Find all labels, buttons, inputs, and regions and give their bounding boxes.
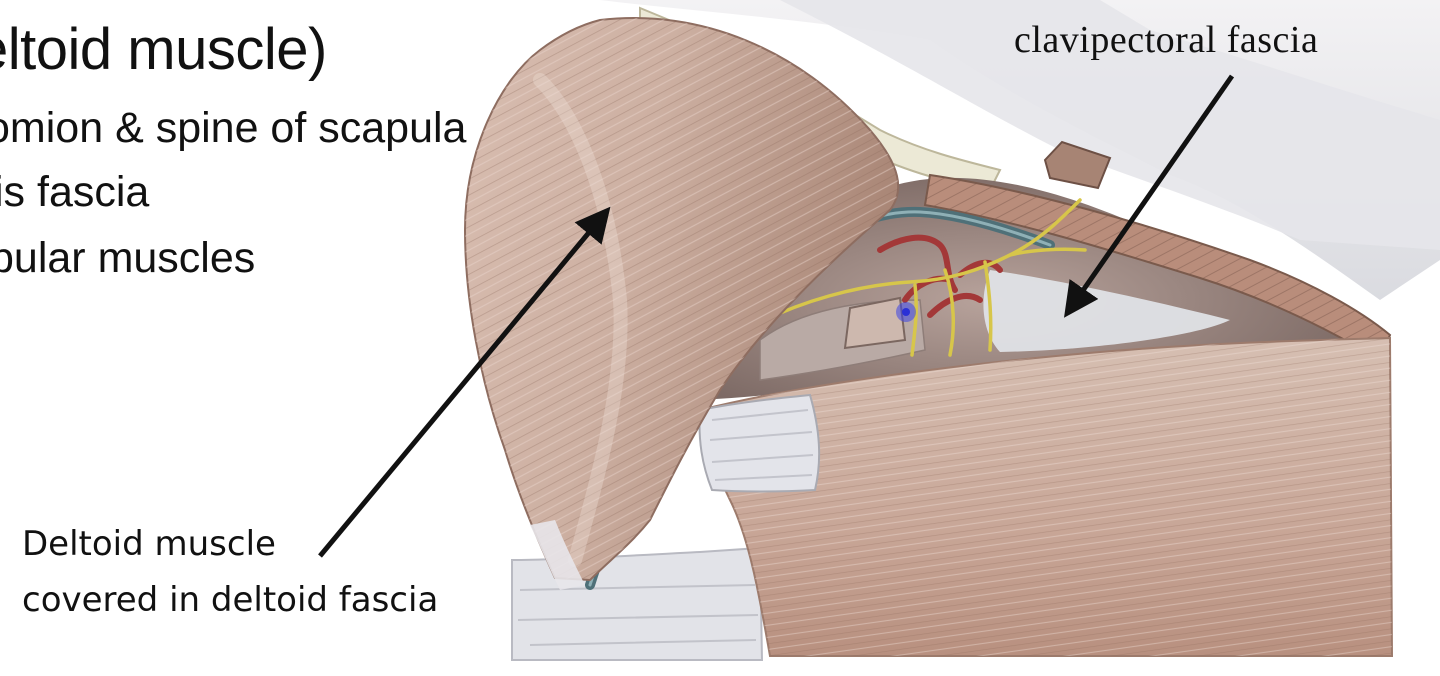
- bullet-fascia: is fascia: [0, 168, 150, 216]
- label-deltoid-muscle: Deltoid muscle: [22, 524, 276, 564]
- deltoid-highlight: [533, 73, 628, 567]
- label-deltoid-fascia: covered in deltoid fascia: [22, 580, 439, 620]
- subclavius-fibers: [925, 175, 1390, 360]
- label-clavipectoral-fascia: clavipectoral fascia: [1014, 19, 1319, 61]
- arrow-clavipectoral-fascia: [1064, 74, 1235, 318]
- deltoid-tendon-insertion: [530, 520, 585, 590]
- coracoid-block: [1043, 140, 1112, 190]
- deltoid-fibers: [465, 17, 899, 581]
- pectoralis-major-fibers: [700, 338, 1392, 656]
- trapezius-edge: [780, 0, 1440, 250]
- slide-heading: eltoid muscle): [0, 17, 327, 82]
- bullet-origin: omion & spine of scapula: [0, 104, 467, 152]
- arm-bottom-lines: [517, 584, 759, 646]
- pectoral-nerves: [743, 198, 1087, 357]
- clavipectoral-fascia-sheet: [983, 270, 1230, 352]
- bullet-muscles: pular muscles: [0, 234, 256, 282]
- arrow-deltoid-muscle: [318, 206, 611, 558]
- cut-stub: [843, 296, 907, 350]
- marker-dot-core: [902, 308, 910, 316]
- pectoralis-tendon-lines: [709, 409, 814, 481]
